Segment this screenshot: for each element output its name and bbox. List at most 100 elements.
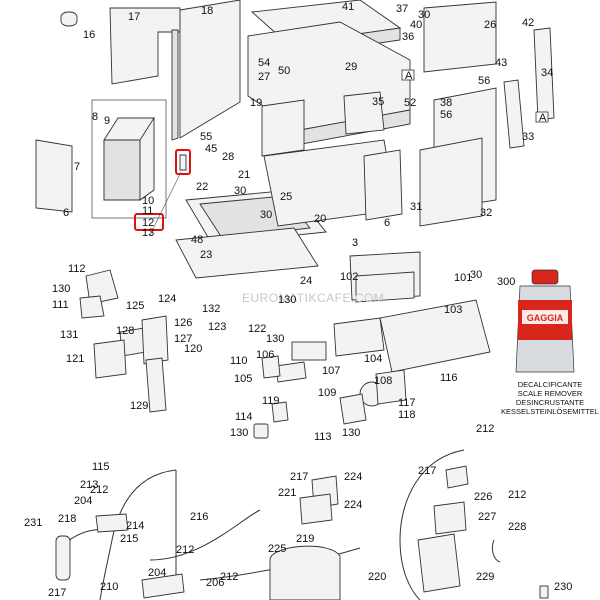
part-number-label: 230 bbox=[554, 581, 572, 593]
clip-part-229 bbox=[491, 539, 501, 563]
part-number-label: 13 bbox=[142, 227, 154, 239]
part-number-label: 45 bbox=[205, 143, 217, 155]
connector-part-218 bbox=[55, 535, 71, 581]
power-board-part-127 bbox=[141, 315, 169, 365]
part-number-label: 212 bbox=[176, 544, 194, 556]
switch-part-118 bbox=[375, 369, 407, 405]
tank-frame bbox=[91, 99, 167, 219]
cover-part-129 bbox=[93, 339, 127, 379]
part-number-label: 108 bbox=[374, 375, 392, 387]
part-number-label: 227 bbox=[478, 511, 496, 523]
part-number-label: 132 bbox=[202, 303, 220, 315]
boiler-support-part-35 bbox=[343, 91, 385, 135]
valve-part-225 bbox=[299, 493, 333, 525]
pipe-part-217-d bbox=[399, 449, 465, 600]
frame-part-19 bbox=[261, 99, 305, 157]
part-number-label: 224 bbox=[344, 499, 362, 511]
part-number-label: 114 bbox=[235, 411, 253, 423]
part-number-label: 128 bbox=[116, 325, 134, 337]
part-number-label: 113 bbox=[314, 431, 332, 443]
switch-part-105 bbox=[261, 355, 281, 379]
part-number-label: 218 bbox=[58, 513, 76, 525]
part-number-label: 25 bbox=[280, 191, 292, 203]
part-number-label: 118 bbox=[398, 409, 416, 421]
product-caption-line: KESSELSTEINLÖSEMITTEL bbox=[501, 407, 599, 416]
part-number-label: 17 bbox=[128, 11, 140, 23]
part-number-label: 24 bbox=[300, 275, 312, 287]
part-number-label: 110 bbox=[230, 355, 248, 367]
part-number-label: 101 bbox=[454, 272, 472, 284]
part-number-label: 35 bbox=[372, 96, 384, 108]
bracket-part-228 bbox=[433, 501, 467, 535]
part-number-label: 55 bbox=[200, 131, 212, 143]
part-number-label: 8 bbox=[92, 111, 98, 123]
part-number-label: 119 bbox=[262, 395, 280, 407]
product-code: 300 bbox=[497, 276, 516, 288]
bracket-part-114 bbox=[271, 401, 289, 423]
product-caption: DECALCIFICANTE SCALE REMOVER DESINCRUSTA… bbox=[500, 380, 600, 416]
part-number-label: 112 bbox=[68, 263, 86, 275]
part-number-label: 121 bbox=[66, 353, 84, 365]
part-number-label: 21 bbox=[238, 169, 250, 181]
part-number-label: 30 bbox=[260, 209, 272, 221]
fitting-part-204 bbox=[141, 573, 185, 599]
part-number-label: 129 bbox=[130, 400, 148, 412]
part-number-label: 116 bbox=[440, 372, 458, 384]
pipe-part-217-a bbox=[99, 469, 177, 600]
part-number-label: 40 bbox=[410, 19, 422, 31]
part-number-label: 56 bbox=[478, 75, 490, 87]
part-number-label: 217 bbox=[290, 471, 308, 483]
product-caption-line: DECALCIFICANTE bbox=[517, 380, 583, 389]
part-number-label: 107 bbox=[322, 365, 340, 377]
part-number-label: 50 bbox=[278, 65, 290, 77]
part-number-label: 226 bbox=[474, 491, 492, 503]
product-caption-line: DESINCRUSTANTE bbox=[515, 398, 585, 407]
part-number-label: 115 bbox=[92, 461, 110, 473]
part-number-label: 220 bbox=[368, 571, 386, 583]
part-number-label: 221 bbox=[278, 487, 296, 499]
part-number-label: 11 bbox=[142, 205, 153, 217]
part-number-label: 42 bbox=[522, 17, 534, 29]
connector-part-112 bbox=[85, 269, 119, 305]
part-number-label: 3 bbox=[352, 237, 358, 249]
part-number-label: 37 bbox=[396, 3, 408, 15]
pipe-part-217-b bbox=[149, 509, 261, 561]
tag-a-text-2: A bbox=[539, 112, 547, 124]
part-number-label: 130 bbox=[230, 427, 248, 439]
part-number-label: 117 bbox=[398, 397, 416, 409]
rail-part-34 bbox=[533, 27, 555, 121]
part-number-label: 10 bbox=[142, 195, 154, 207]
part-number-label: 18 bbox=[201, 5, 213, 17]
part-number-label: 217 bbox=[418, 465, 436, 477]
part-number-label: 28 bbox=[222, 151, 234, 163]
part-number-label: 12 bbox=[142, 217, 154, 229]
part-number-label: 111 bbox=[52, 299, 69, 311]
part-number-label: 124 bbox=[158, 293, 176, 305]
bottle-brand: GAGGIA bbox=[527, 313, 564, 323]
part-number-label: 131 bbox=[60, 329, 78, 341]
watermark-text: EUROMATIKCAFE.COM bbox=[242, 291, 384, 305]
part-number-label: 125 bbox=[126, 300, 144, 312]
part-number-label: 36 bbox=[402, 31, 414, 43]
part-number-label: 29 bbox=[345, 61, 357, 73]
part-number-label: 215 bbox=[120, 533, 138, 545]
part-number-label: 22 bbox=[196, 181, 208, 193]
control-board-part-42 bbox=[423, 1, 497, 73]
part-number-label: 6 bbox=[384, 217, 390, 229]
part-number-label: 34 bbox=[541, 67, 553, 79]
part-number-label: 103 bbox=[444, 304, 462, 316]
part-number-label: 54 bbox=[258, 57, 270, 69]
side-cover-part-32 bbox=[419, 137, 483, 227]
tag-a-text-1: A bbox=[405, 70, 413, 82]
fitting-part-216 bbox=[95, 513, 129, 533]
part-number-label: 106 bbox=[256, 349, 274, 361]
connector-part-110 bbox=[333, 317, 385, 357]
filter-holder-highlight bbox=[175, 149, 191, 175]
part-number-label: 126 bbox=[174, 317, 192, 329]
display-part-109 bbox=[275, 361, 307, 383]
part-number-label: 27 bbox=[258, 71, 270, 83]
part-number-label: 127 bbox=[174, 333, 192, 345]
top-center-assembly: A A bbox=[175, 0, 555, 279]
part-number-label: 212 bbox=[220, 571, 238, 583]
